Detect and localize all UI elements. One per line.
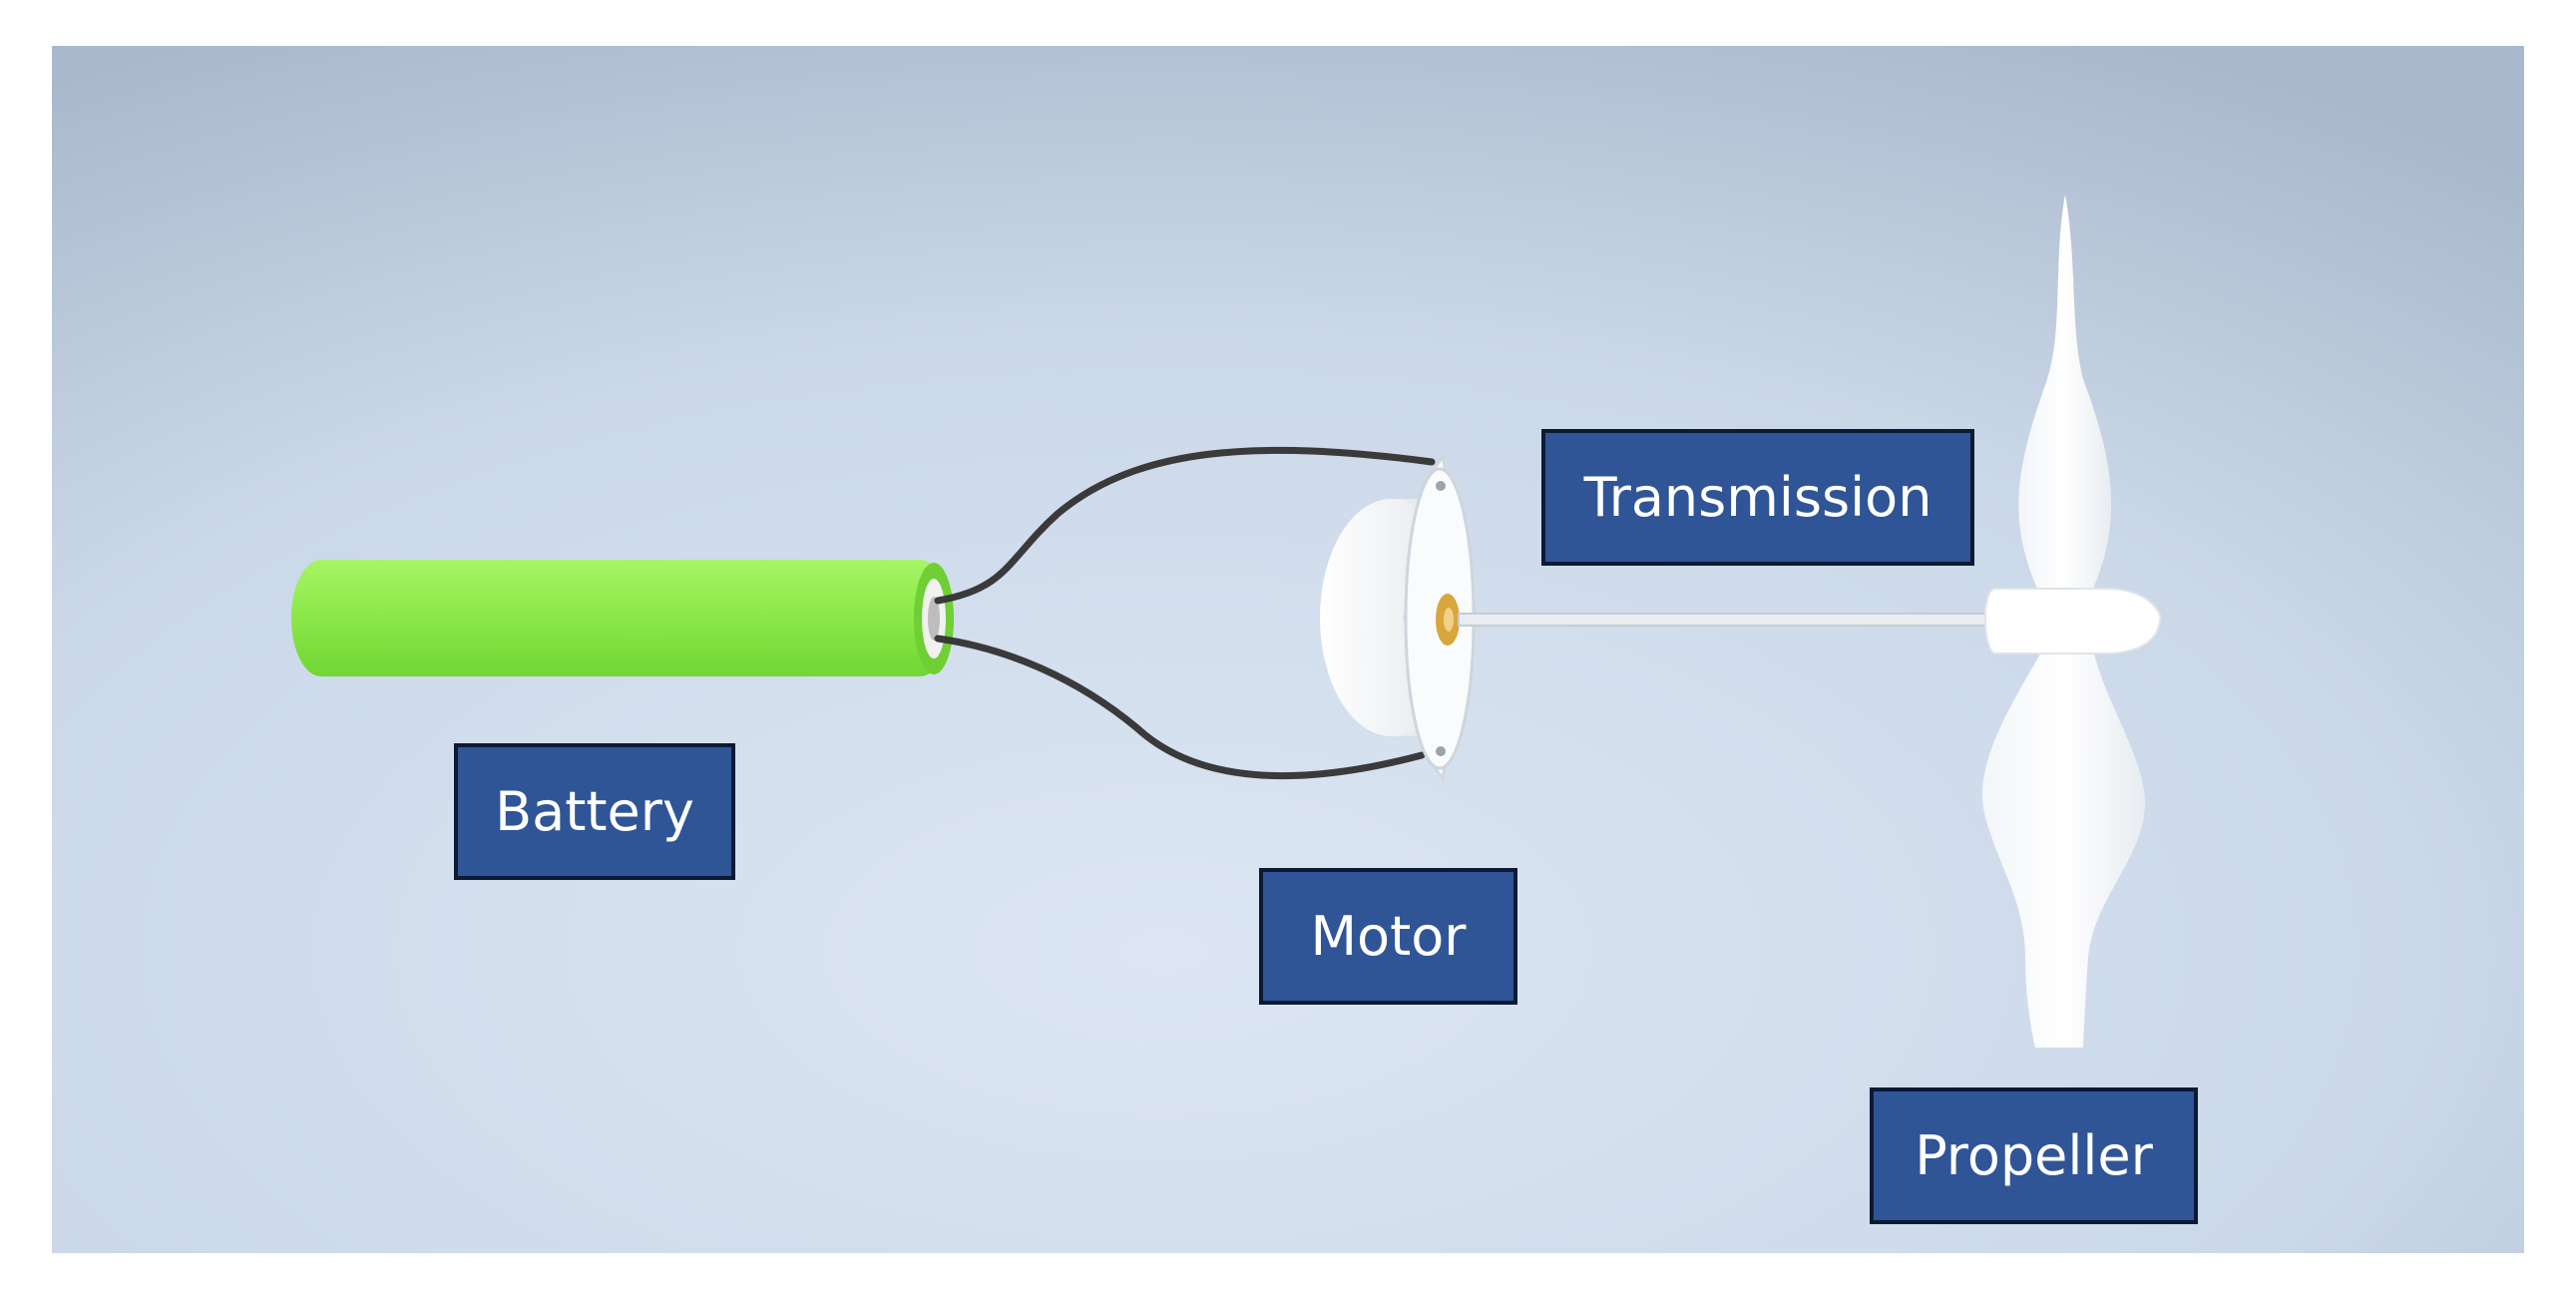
transmission-label: Transmission	[1541, 429, 1974, 566]
transmission-shaft-icon	[1458, 613, 1998, 627]
battery-label: Battery	[454, 743, 735, 880]
motor-label: Motor	[1259, 868, 1517, 1005]
propeller-label: Propeller	[1870, 1087, 2198, 1224]
wires-icon	[934, 446, 1436, 780]
battery-icon	[291, 560, 954, 676]
propeller-icon	[1981, 195, 2162, 1048]
